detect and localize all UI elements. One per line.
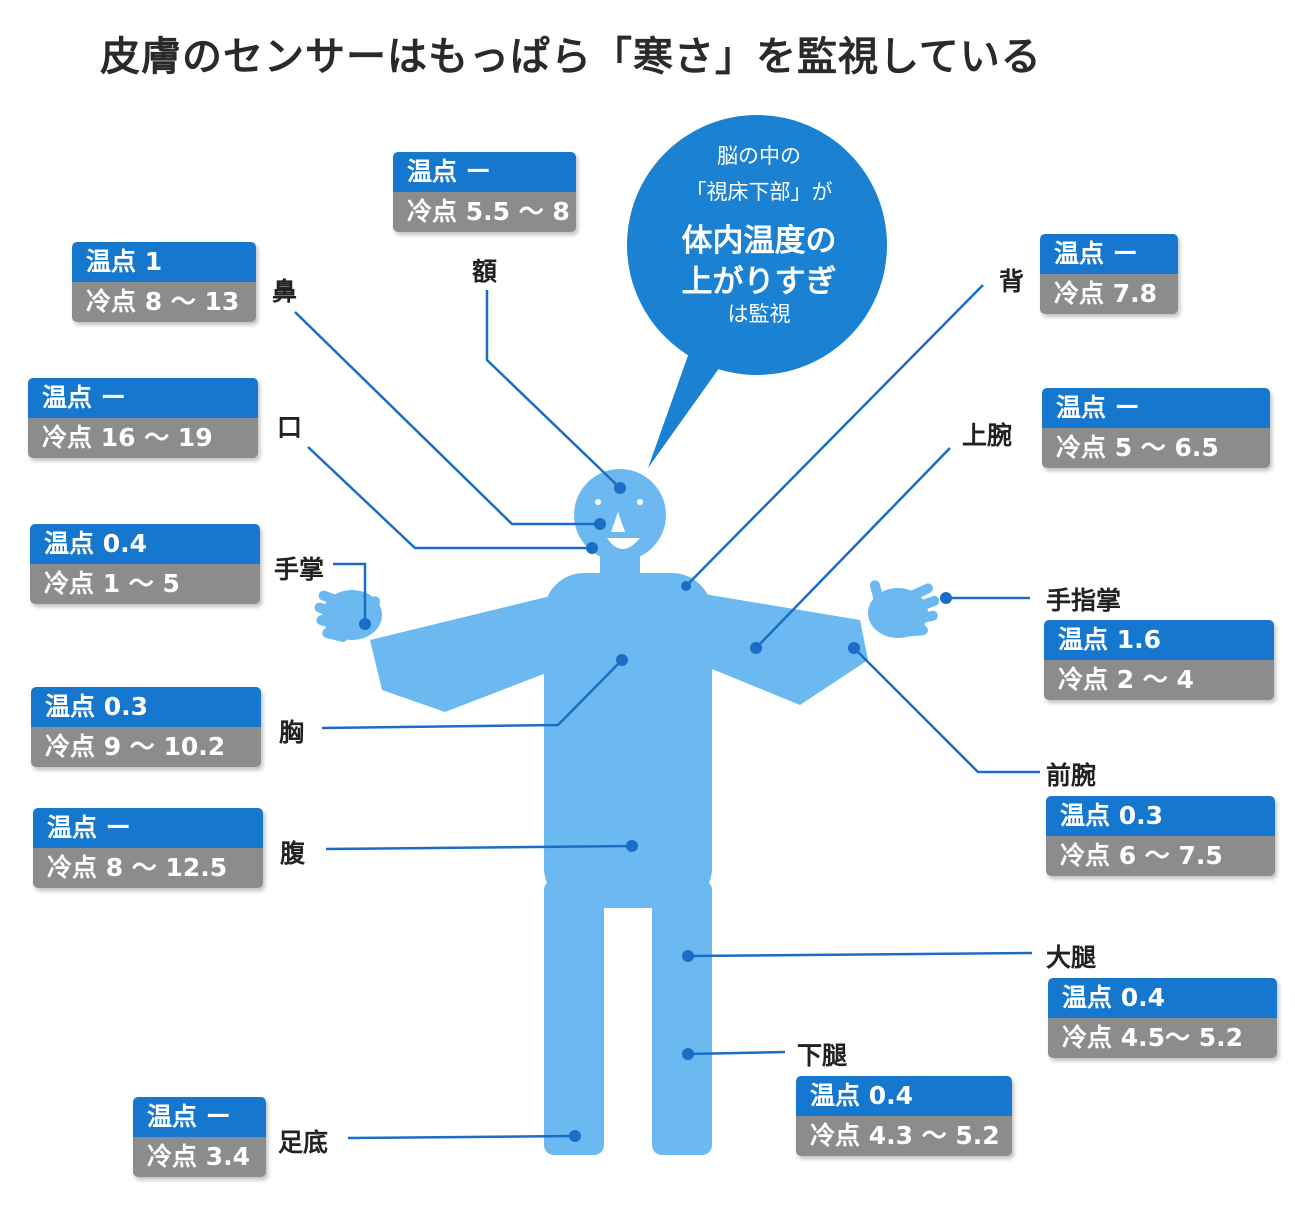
left-hand — [314, 590, 382, 642]
cold-point-value: 冷点 2 〜 4 — [1044, 660, 1274, 700]
warm-point-value: 温点 0.3 — [31, 687, 261, 727]
cold-point-value: 冷点 1 〜 5 — [30, 564, 260, 604]
line-katai — [687, 1050, 786, 1056]
info-box-sokutei: 温点 ー 冷点 3.4 — [133, 1097, 266, 1177]
info-box-teshou: 温点 0.4 冷点 1 〜 5 — [30, 524, 260, 604]
dot-teshou — [359, 618, 371, 630]
bubble-line-2: 「視床下部」が — [685, 180, 833, 204]
line-teshou — [333, 562, 367, 624]
info-box-senaka: 温点 ー 冷点 7.8 — [1040, 234, 1178, 314]
warm-point-value: 温点 ー — [33, 808, 263, 848]
dot-hara — [626, 840, 638, 852]
cold-point-value: 冷点 5.5 〜 8 — [393, 192, 576, 232]
info-box-zenwan: 温点 0.3 冷点 6 〜 7.5 — [1046, 796, 1275, 876]
cold-point-value: 冷点 9 〜 10.2 — [31, 727, 261, 767]
line-kuchi — [307, 446, 592, 550]
info-box-jouwan: 温点 ー 冷点 5 〜 6.5 — [1042, 388, 1270, 468]
warm-point-value: 温点 ー — [393, 152, 576, 192]
label-kuchi: 口 — [277, 413, 303, 442]
right-hand — [868, 580, 940, 638]
label-daitai: 大腿 — [1046, 943, 1097, 972]
cold-point-value: 冷点 4.5〜 5.2 — [1048, 1018, 1277, 1058]
face — [595, 499, 643, 549]
info-box-daitai: 温点 0.4 冷点 4.5〜 5.2 — [1048, 978, 1277, 1058]
line-daitai — [687, 951, 1033, 958]
label-teshishou: 手指掌 — [1046, 586, 1122, 615]
bubble-line-5: は監視 — [727, 302, 791, 326]
cold-point-value: 冷点 6 〜 7.5 — [1046, 836, 1275, 876]
dot-teshishou — [940, 592, 952, 604]
cold-point-value: 冷点 3.4 — [133, 1137, 266, 1177]
line-senaka — [685, 284, 984, 587]
warm-point-value: 温点 ー — [28, 378, 258, 418]
label-jouwan: 上腕 — [962, 421, 1013, 450]
label-katai: 下腿 — [797, 1041, 848, 1070]
warm-point-value: 温点 0.4 — [30, 524, 260, 564]
warm-point-value: 温点 0.4 — [796, 1076, 1012, 1116]
dot-zenwan — [848, 642, 860, 654]
label-sokutei: 足底 — [278, 1128, 329, 1157]
cold-point-value: 冷点 8 〜 12.5 — [33, 848, 263, 888]
head — [574, 469, 666, 561]
bubble-line-4: 上がりすぎ — [681, 264, 837, 300]
human-figure — [314, 469, 940, 1155]
cold-point-value: 冷点 5 〜 6.5 — [1042, 428, 1270, 468]
label-zenwan: 前腕 — [1046, 761, 1097, 790]
page-title: 皮膚のセンサーはもっぱら「寒さ」を監視している — [100, 34, 1042, 80]
label-hara: 腹 — [280, 839, 306, 868]
warm-point-value: 温点 ー — [1042, 388, 1270, 428]
dot-sokutei — [569, 1130, 581, 1142]
info-box-katai: 温点 0.4 冷点 4.3 〜 5.2 — [796, 1076, 1012, 1156]
label-mune: 胸 — [279, 718, 305, 747]
info-box-mune: 温点 0.3 冷点 9 〜 10.2 — [31, 687, 261, 767]
speech-bubble — [627, 115, 887, 468]
cold-point-value: 冷点 16 〜 19 — [28, 418, 258, 458]
label-hana: 鼻 — [272, 277, 298, 306]
dot-jouwan — [750, 642, 762, 654]
leader-lines — [294, 284, 1040, 1140]
line-hana — [294, 311, 600, 526]
line-zenwan — [853, 647, 1040, 774]
warm-point-value: 温点 ー — [1040, 234, 1178, 274]
label-hitai: 額 — [472, 257, 498, 286]
right-leg — [652, 880, 712, 1155]
info-box-teshishou: 温点 1.6 冷点 2 〜 4 — [1044, 620, 1274, 700]
dot-senaka — [681, 581, 691, 591]
right-arm — [680, 590, 868, 705]
info-box-hana: 温点 1 冷点 8 〜 13 — [72, 242, 256, 322]
dot-hitai — [614, 482, 626, 494]
cold-point-value: 冷点 4.3 〜 5.2 — [796, 1116, 1012, 1156]
dot-hana — [594, 518, 606, 530]
warm-point-value: 温点 1 — [72, 242, 256, 282]
dot-katai — [682, 1048, 694, 1060]
warm-point-value: 温点 ー — [133, 1097, 266, 1137]
line-sokutei — [347, 1134, 576, 1140]
line-jouwan — [755, 447, 951, 649]
cold-point-value: 冷点 7.8 — [1040, 274, 1178, 314]
label-teshou: 手掌 — [274, 555, 325, 584]
bubble-line-3: 体内温度の — [681, 223, 837, 259]
warm-point-value: 温点 1.6 — [1044, 620, 1274, 660]
line-mune — [321, 659, 623, 730]
info-box-kuchi: 温点 ー 冷点 16 〜 19 — [28, 378, 258, 458]
left-leg — [544, 880, 604, 1155]
info-box-hara: 温点 ー 冷点 8 〜 12.5 — [33, 808, 263, 888]
bubble-line-1: 脳の中の — [717, 144, 801, 168]
marker-dots — [359, 482, 952, 1142]
line-hitai — [485, 290, 621, 489]
warm-point-value: 温点 0.3 — [1046, 796, 1275, 836]
dot-daitai — [682, 950, 694, 962]
torso — [544, 573, 712, 908]
dot-kuchi — [586, 542, 598, 554]
warm-point-value: 温点 0.4 — [1048, 978, 1277, 1018]
cold-point-value: 冷点 8 〜 13 — [72, 282, 256, 322]
line-hara — [325, 844, 633, 851]
left-arm — [370, 590, 580, 712]
dot-mune — [616, 654, 628, 666]
info-box-hitai: 温点 ー 冷点 5.5 〜 8 — [393, 152, 576, 232]
label-senaka: 背 — [999, 267, 1025, 296]
